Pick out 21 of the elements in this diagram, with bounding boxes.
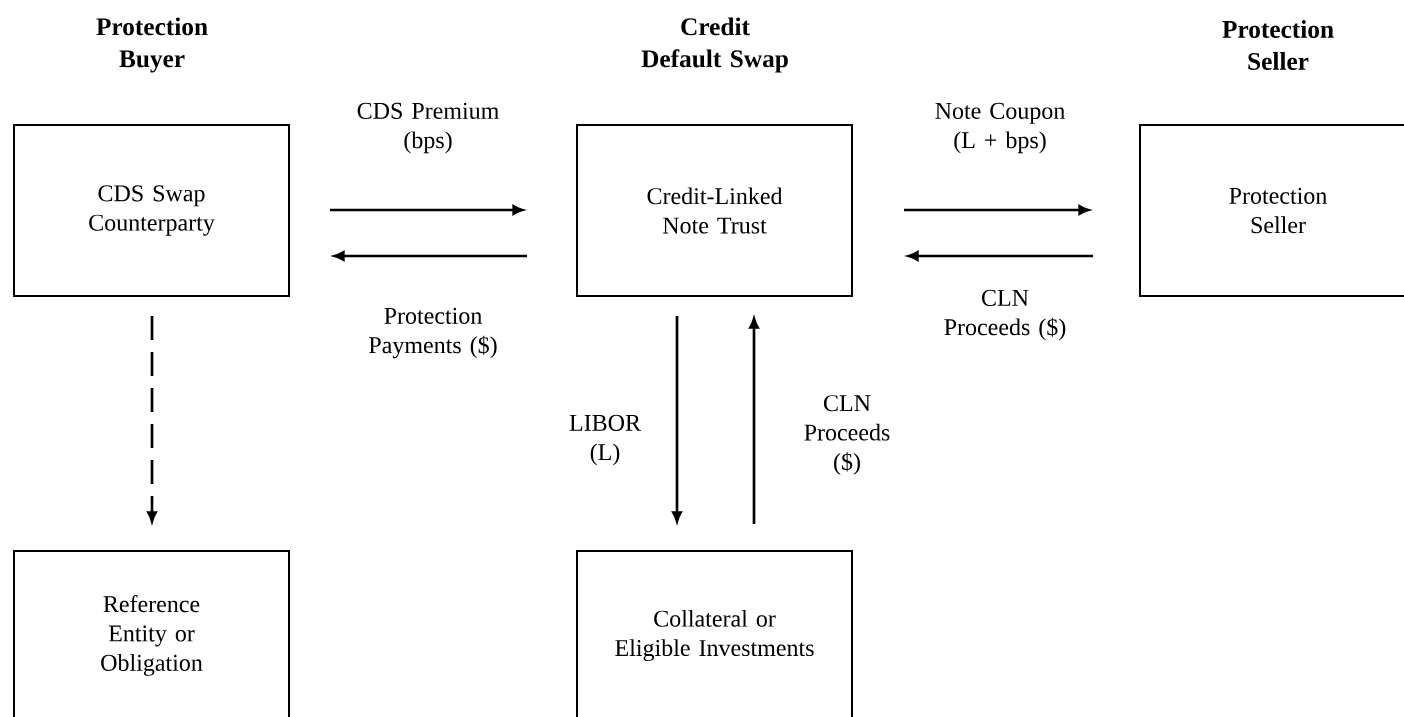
arrow [330, 205, 524, 215]
column-heading: Protection Buyer [96, 17, 208, 73]
process-box: Protection Seller [1139, 124, 1404, 297]
edge-label: CLN Proceeds ($) [944, 289, 1066, 341]
arrow [749, 317, 759, 524]
edge-label: CLN Proceeds ($) [804, 395, 890, 475]
edge-label: Note Coupon (L + bps) [935, 102, 1065, 154]
arrow [147, 316, 157, 523]
edge-label: LIBOR (L) [569, 414, 641, 466]
edge-label: CDS Premium (bps) [357, 102, 499, 154]
arrow [904, 205, 1090, 215]
process-box: CDS Swap Counterparty [13, 124, 290, 297]
edge-label: Protection Payments ($) [369, 307, 497, 359]
arrow [672, 316, 682, 523]
process-box: Reference Entity or Obligation [13, 550, 290, 717]
process-box: Credit-Linked Note Trust [576, 124, 853, 297]
arrow [907, 251, 1093, 261]
column-heading: Credit Default Swap [641, 17, 788, 73]
arrow [333, 251, 527, 261]
column-heading: Protection Seller [1222, 20, 1334, 70]
process-box: Collateral or Eligible Investments [576, 550, 853, 717]
